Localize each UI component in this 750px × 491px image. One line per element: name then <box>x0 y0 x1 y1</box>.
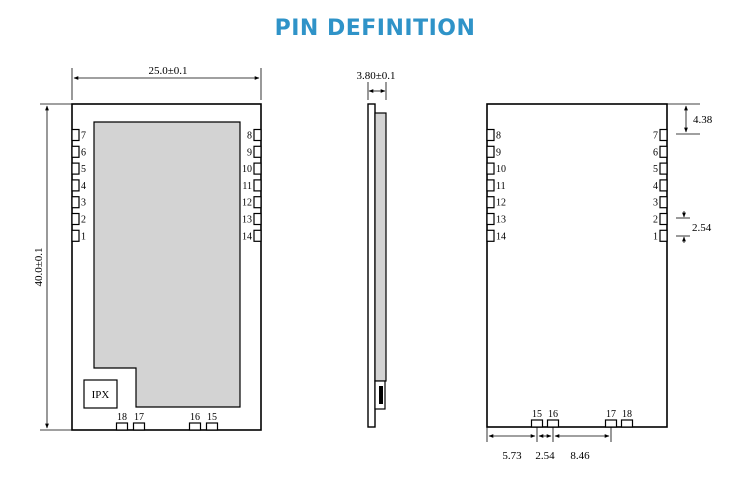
pin-number-label: 5 <box>81 164 86 175</box>
pin-number-label: 13 <box>242 215 252 226</box>
pin-number-label: 1 <box>653 231 658 242</box>
pin-number-label: 4 <box>81 181 86 192</box>
pin-pad <box>659 162 668 175</box>
pin-number-label: 10 <box>242 164 252 175</box>
pin-pad <box>253 128 262 142</box>
pin-pad <box>132 422 146 431</box>
pin-number-label: 7 <box>653 131 658 142</box>
thickness-label: 3.80±0.1 <box>356 70 395 82</box>
shield-area <box>93 121 241 408</box>
back-module-outline <box>486 103 668 428</box>
pin-number-label: 11 <box>242 181 252 192</box>
pin-pad <box>253 212 262 226</box>
pin-number-label: 8 <box>247 131 252 142</box>
pin-pad <box>659 212 668 226</box>
pin-number-label: 3 <box>81 198 86 209</box>
pin-pad <box>659 179 668 192</box>
pin-number-label: 6 <box>653 147 658 158</box>
pin-number-label: 5 <box>653 164 658 175</box>
pin-pad <box>205 422 219 431</box>
pin-number-label: 2 <box>81 215 86 226</box>
pin-pad <box>659 128 668 142</box>
pin-number-label: 14 <box>242 231 252 242</box>
pin-pad <box>486 162 495 175</box>
pin-pad <box>546 419 560 428</box>
pin-number-label: 13 <box>496 215 506 226</box>
pcb-edge <box>367 103 376 428</box>
pin-number-label: 8 <box>496 131 501 142</box>
page-title: PIN DEFINITION <box>274 16 476 41</box>
pin-pad <box>486 145 495 158</box>
pin-number-label: 9 <box>247 147 252 158</box>
pin-number-label: 9 <box>496 147 501 158</box>
bottom-dim-label-1: 5.73 <box>502 450 522 462</box>
shield-profile <box>374 112 387 382</box>
front-bottom-pins: 18 17 16 15 <box>115 412 219 431</box>
pin-number-label: 14 <box>496 231 506 242</box>
side-view: 3.80±0.1 <box>356 70 396 428</box>
pin-number-label: 12 <box>496 198 506 209</box>
pin-number-label: 17 <box>606 409 616 420</box>
pin-pad <box>71 212 80 226</box>
bottom-dim-label-3: 8.46 <box>570 450 590 462</box>
pin-pad <box>486 212 495 226</box>
pin-pad <box>188 422 202 431</box>
pin-pad <box>253 162 262 175</box>
pin-pad <box>486 179 495 192</box>
front-right-pins: 8 9 10 11 12 13 14 <box>242 128 262 242</box>
pin-pad <box>71 145 80 158</box>
pin-number-label: 4 <box>653 181 658 192</box>
pin-pad <box>604 419 618 428</box>
width-label: 25.0±0.1 <box>148 65 187 77</box>
pin-number-label: 15 <box>532 409 542 420</box>
ipx-connector <box>83 379 118 409</box>
pin-pitch-label: 2.54 <box>692 222 712 234</box>
ipx-profile-core <box>379 386 383 404</box>
pin-number-label: 18 <box>622 409 632 420</box>
pin-pad <box>659 196 668 209</box>
back-right-pins: 7 6 5 4 3 2 1 <box>653 128 668 242</box>
pin-number-label: 6 <box>81 147 86 158</box>
pin-pad <box>71 128 80 142</box>
pin-number-label: 15 <box>207 412 217 423</box>
pin-pad <box>659 145 668 158</box>
pin-number-label: 17 <box>134 412 144 423</box>
pin-pad <box>253 179 262 192</box>
pin-pad <box>530 419 544 428</box>
front-view: 25.0±0.1 40.0±0.1 IPX 7 6 5 4 3 2 1 8 9 10 11 12 13… <box>33 65 262 431</box>
pin-pad <box>71 162 80 175</box>
pin-pad <box>253 196 262 209</box>
pin-pad <box>253 229 262 242</box>
pin-number-label: 12 <box>242 198 252 209</box>
pin-number-label: 7 <box>81 131 86 142</box>
pin-pad <box>71 196 80 209</box>
pin-pad <box>253 145 262 158</box>
front-left-pins: 7 6 5 4 3 2 1 <box>71 128 86 242</box>
ipx-label: IPX <box>92 389 110 401</box>
pin-number-label: 2 <box>653 215 658 226</box>
pin-pad <box>115 422 129 431</box>
pin-pad <box>659 229 668 242</box>
pin-pad <box>486 128 495 142</box>
pin-number-label: 3 <box>653 198 658 209</box>
pin-number-label: 18 <box>117 412 127 423</box>
pin-number-label: 1 <box>81 231 86 242</box>
top-offset-label: 4.38 <box>693 114 713 126</box>
pin-number-label: 16 <box>190 412 200 423</box>
pin-number-label: 11 <box>496 181 506 192</box>
height-label: 40.0±0.1 <box>33 247 45 286</box>
pin-pad <box>486 229 495 242</box>
back-left-pins: 8 9 10 11 12 13 14 <box>486 128 506 242</box>
pin-pad <box>71 179 80 192</box>
pin-pad <box>486 196 495 209</box>
pin-number-label: 10 <box>496 164 506 175</box>
pin-number-label: 16 <box>548 409 558 420</box>
pin-pad <box>620 419 634 428</box>
bottom-dim-label-2: 2.54 <box>535 450 555 462</box>
pin-pad <box>71 229 80 242</box>
